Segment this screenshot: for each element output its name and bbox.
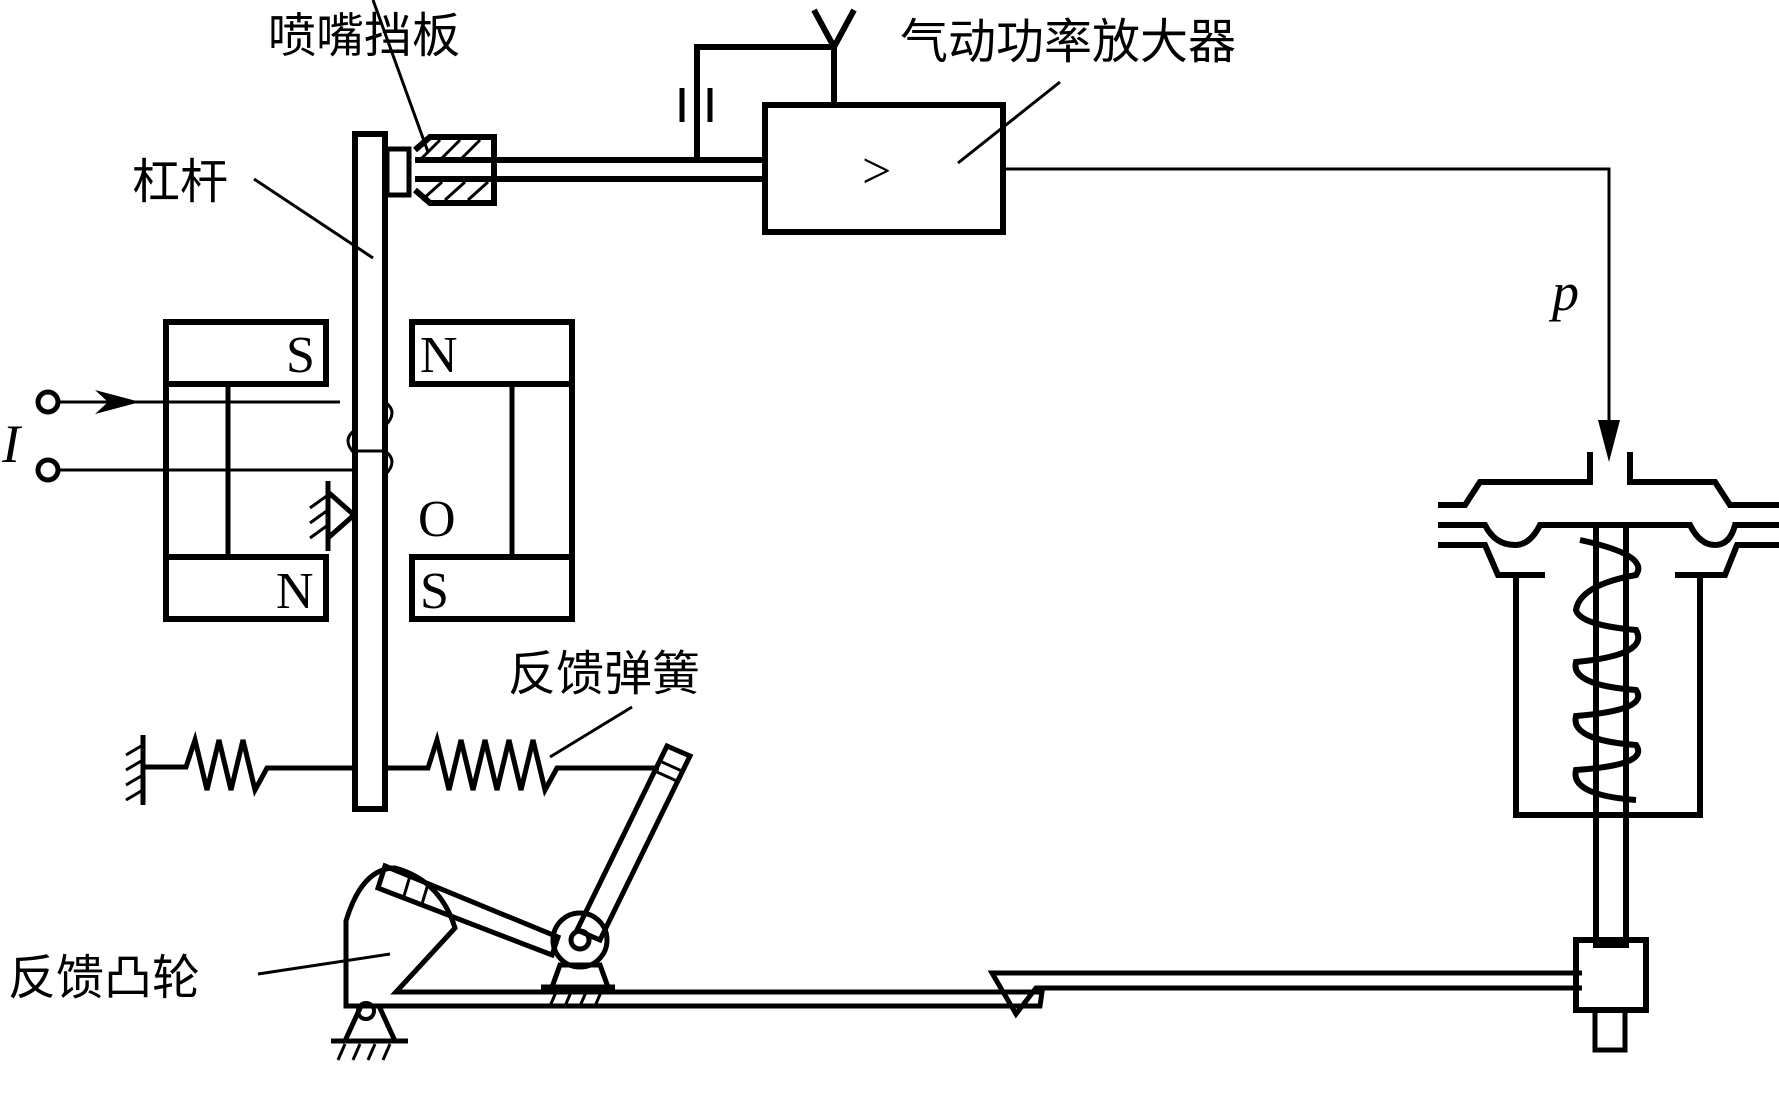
right-magnet bbox=[409, 319, 575, 622]
feedback-arm bbox=[541, 742, 694, 1007]
current-arrow bbox=[95, 390, 140, 414]
terminal-positive[interactable] bbox=[35, 389, 61, 415]
pressure-arrow bbox=[1598, 420, 1620, 462]
lever-pivot bbox=[309, 481, 358, 551]
label-nozzle-flapper: 喷嘴挡板 bbox=[268, 8, 460, 64]
nozzle bbox=[413, 134, 765, 206]
actuator-stem bbox=[1593, 522, 1629, 948]
leader-nozzle bbox=[371, 0, 430, 153]
zero-spring bbox=[125, 730, 355, 805]
diaphragm-actuator bbox=[1438, 452, 1779, 1053]
label-feedback-spring: 反馈弹簧 bbox=[508, 646, 700, 702]
magnet-right-top-pole: N bbox=[420, 327, 458, 384]
leader-feedback-cam bbox=[257, 952, 391, 976]
label-pivot: O bbox=[418, 491, 456, 548]
return-spring bbox=[1572, 537, 1642, 803]
label-output-pressure: p bbox=[1548, 262, 1579, 322]
magnet-left-top-pole: S bbox=[286, 327, 315, 384]
magnet-right-bottom-pole: S bbox=[420, 563, 449, 620]
magnet-left-bottom-pole: N bbox=[276, 563, 314, 620]
output-pressure-line bbox=[1003, 167, 1611, 430]
label-input-current: I bbox=[1, 414, 23, 474]
input-terminals bbox=[35, 389, 394, 483]
amplifier-symbol: > bbox=[862, 143, 891, 200]
stem-end bbox=[1592, 1007, 1628, 1053]
terminal-negative[interactable] bbox=[35, 457, 61, 483]
stem-coupling bbox=[1573, 937, 1649, 1013]
lever-bar bbox=[352, 131, 388, 812]
feedback-linkage-rod bbox=[987, 970, 1582, 1019]
cam-follower-arm bbox=[374, 862, 562, 959]
label-feedback-cam: 反馈凸轮 bbox=[8, 950, 200, 1006]
flapper bbox=[384, 146, 412, 198]
label-pneumatic-amplifier: 气动功率放大器 bbox=[900, 14, 1236, 70]
feedback-spring bbox=[385, 730, 659, 797]
leader-feedback-spring bbox=[549, 705, 633, 759]
label-lever: 杠杆 bbox=[132, 154, 228, 210]
leader-amplifier bbox=[957, 80, 1061, 165]
air-supply bbox=[679, 8, 857, 160]
feedback-cam bbox=[331, 865, 1045, 1061]
